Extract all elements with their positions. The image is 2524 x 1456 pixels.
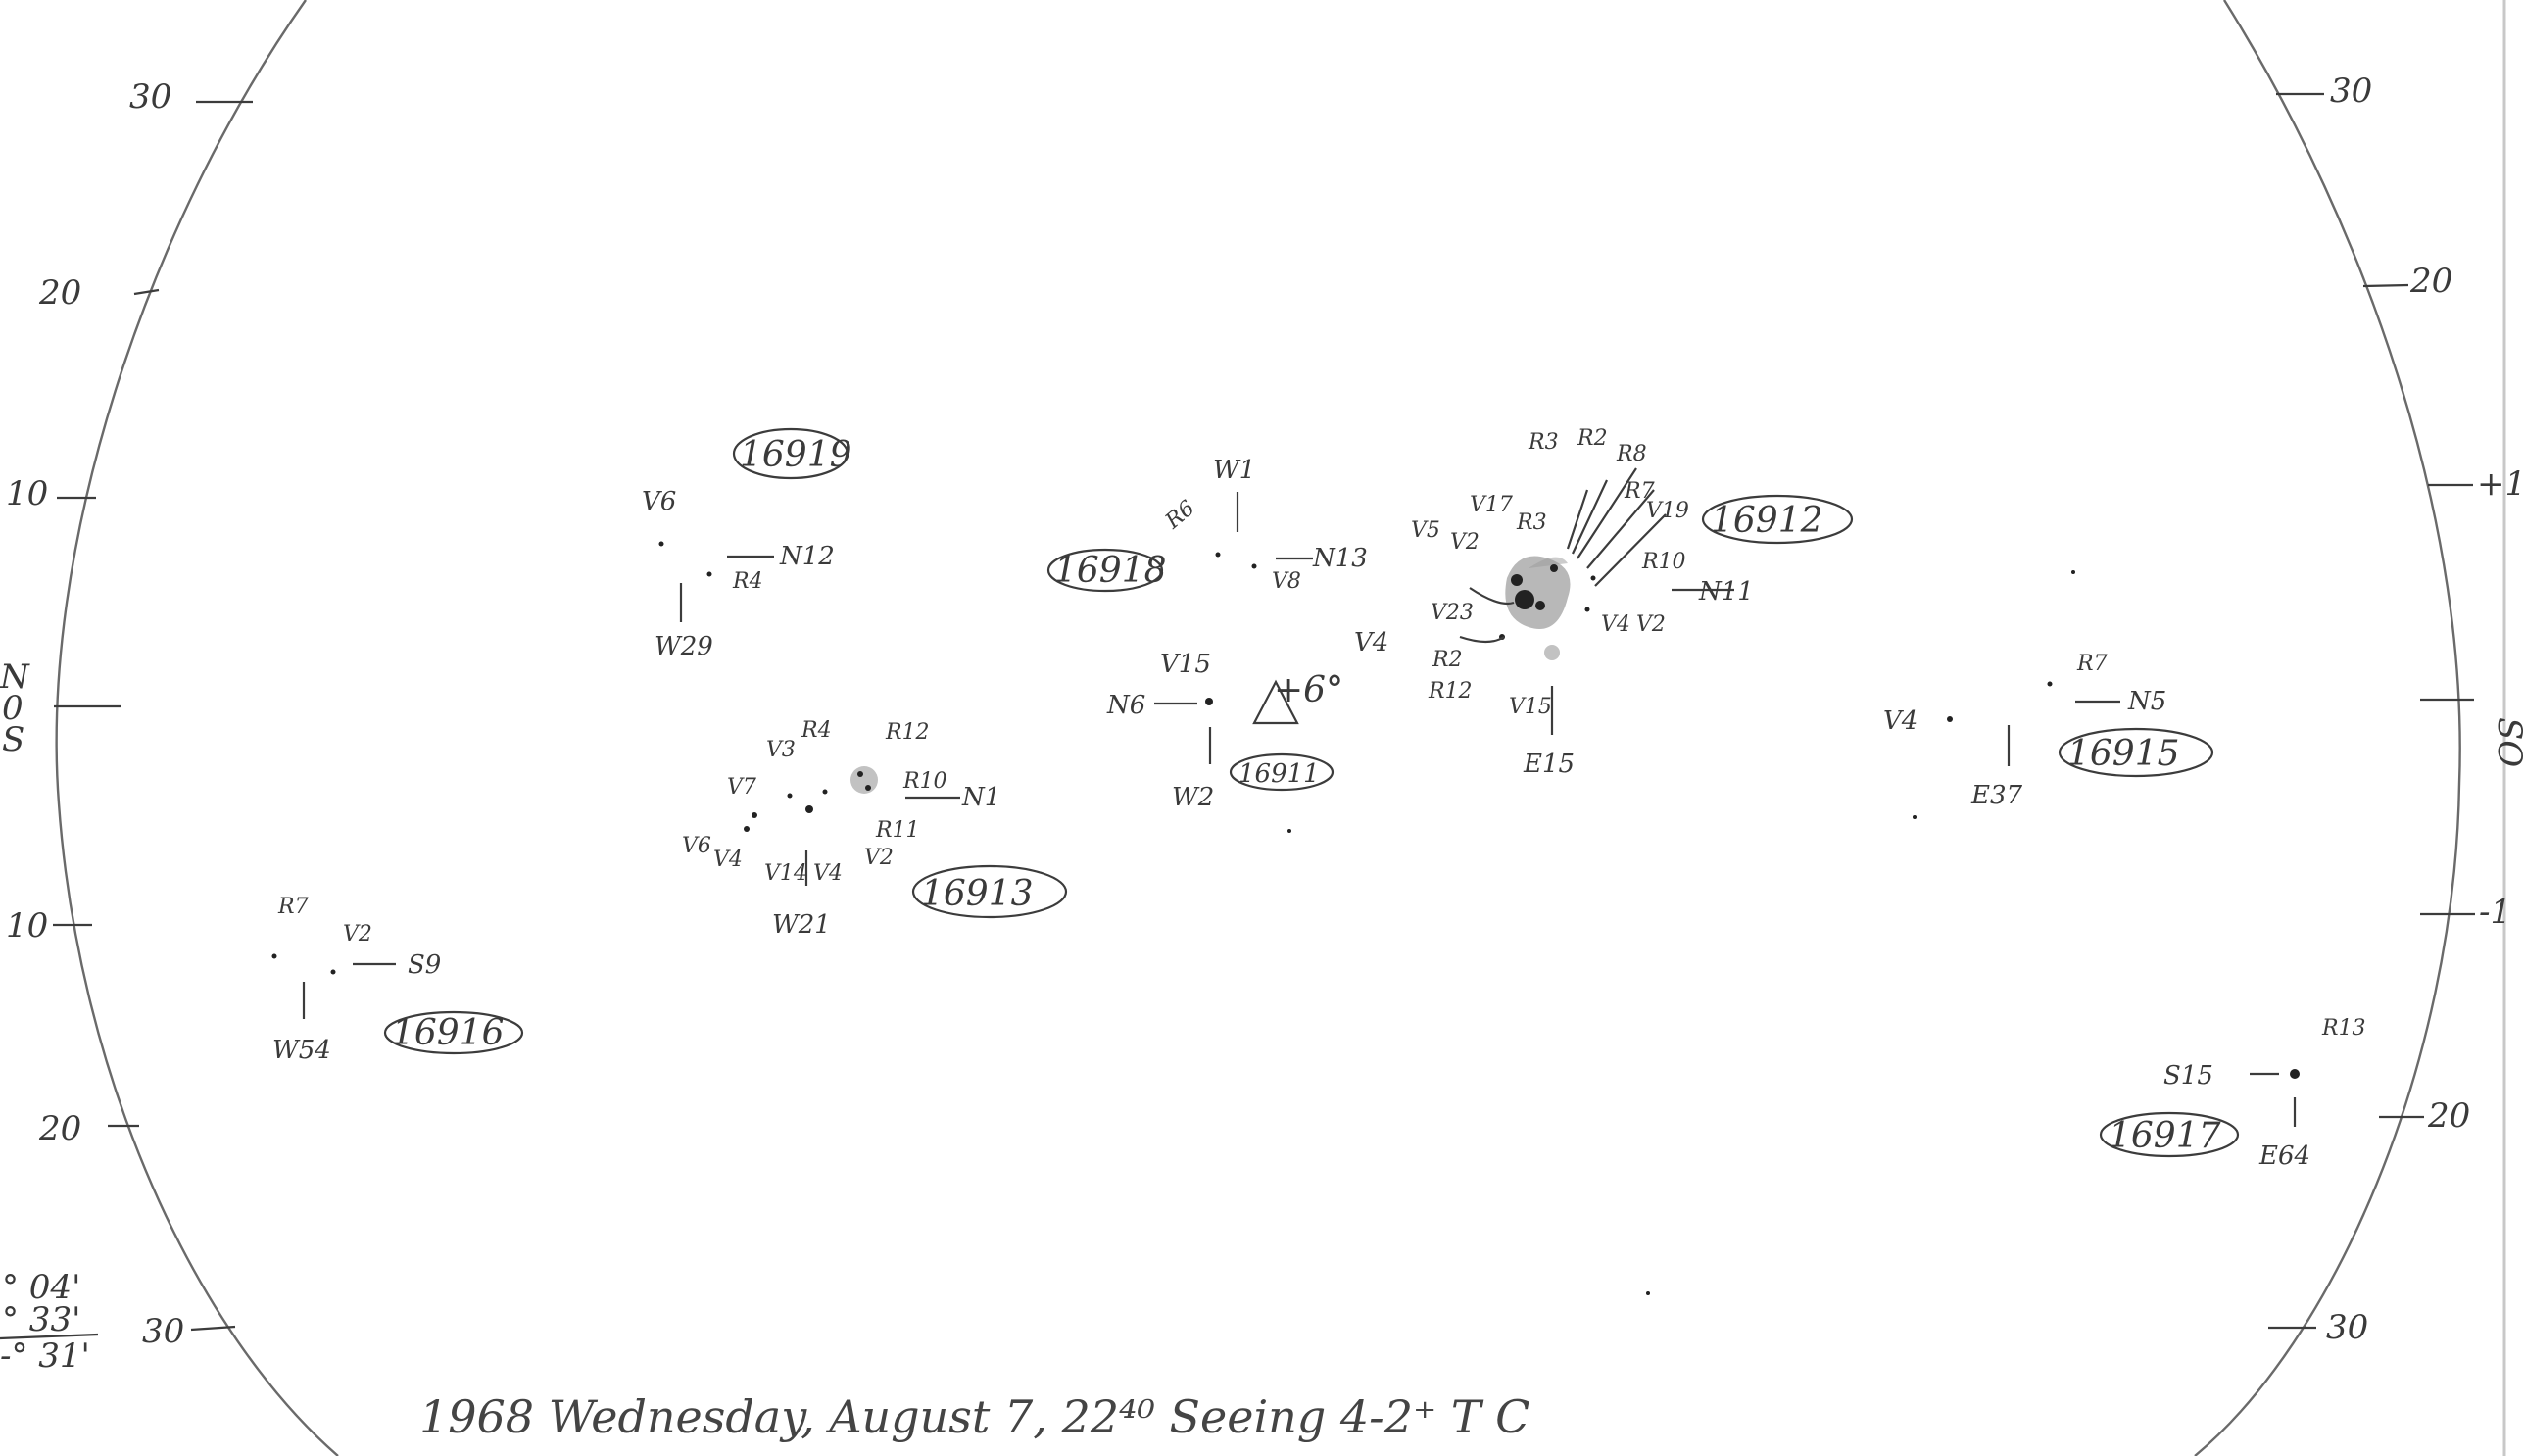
region-number: 16919 [740,435,852,475]
spot-label: V5 [1411,518,1440,543]
spot-label: R4 [801,718,832,743]
spot-label: N5 [2127,687,2166,716]
spot-label: N13 [1312,544,1368,573]
spot-label: R10 [902,769,947,794]
spot-label: V2 [1636,612,1666,637]
spot-label: V4 [713,848,743,872]
spot-label: V4 [1601,612,1630,637]
region-16919: 16919 V6 N12 R4 W29 [642,427,852,661]
spot-label: E15 [1523,750,1575,779]
right-scale-20-top: 20 [2409,262,2452,301]
region-number: 16912 [1711,501,1823,541]
region-number: 16915 [2067,734,2180,774]
left-equator-north: N [0,657,30,697]
spot-label: R12 [885,720,930,745]
spot-label: V7 [727,775,756,800]
spot-label: V8 [1272,569,1301,594]
spot-label: V14 [764,861,807,886]
right-limb-arc [2194,0,2461,1456]
right-scale-30-bottom: 30 [2326,1308,2368,1347]
spot-label: R3 [1516,510,1547,535]
left-scale-20-top: 20 [38,273,81,313]
spot-label: V4 [1883,706,1917,736]
spot-label: V2 [343,922,372,946]
spot-label: W54 [272,1036,331,1065]
spot-label: R6 [1160,496,1199,534]
right-equator-label: SO [2490,717,2524,767]
observation-footer: 1968 Wednesday, August 7, 22⁴⁰ Seeing 4-… [419,1390,1529,1443]
spot-label: V17 [1470,493,1513,517]
spot-label: R2 [1432,648,1463,672]
region-number: 16917 [2109,1116,2221,1156]
region-16913: 16913 V3 R4 R12 V7 R10 N1 R11 V6 V4 V14 … [682,718,1068,940]
spot-label: V19 [1646,499,1689,523]
left-limb-arc [55,0,339,1456]
spot-label: V4 [1354,628,1388,657]
corner-note-1: ° 04' [2,1268,80,1307]
region-number: 16911 [1238,759,1320,789]
spot-label: R4 [732,569,763,594]
spot-label: V3 [766,738,796,762]
spot-label: V4 [813,861,843,886]
spot-label: V6 [682,834,711,858]
spot-label: S9 [408,950,441,980]
right-scale-30-top: 30 [2330,72,2372,111]
right-latitude-scale: 30 20 +1 SO -1 20 30 [2268,72,2524,1347]
left-scale-10-top: 10 [6,474,48,513]
region-16915: 16915 R7 N5 V4 E37 [1883,652,2214,810]
spot-label: R11 [875,818,920,843]
spot-label: R8 [1616,442,1647,466]
corner-notes: ° 04' ° 33' -° 31' [0,1268,99,1376]
right-scale-20-bottom: 20 [2427,1096,2470,1136]
triangle-icon [1252,679,1299,725]
spot-label: W1 [1213,456,1255,485]
spot-label: W2 [1172,783,1214,812]
corner-note-2: ° 33' [2,1300,80,1339]
right-scale-10-top: +1 [2477,464,2524,504]
spot-label: R7 [1624,479,1655,504]
stray-dots [1287,570,2075,1295]
position-angle: +6° [1274,670,1343,710]
left-scale-20-bottom: 20 [38,1109,81,1148]
right-scale-10-bottom: -1 [2479,893,2511,932]
left-scale-10-bottom: 10 [6,906,48,946]
region-16916: 16916 R7 V2 S9 W54 [271,895,524,1065]
region-number: 16918 [1054,551,1167,591]
left-scale-30-bottom: 30 [142,1312,184,1351]
spot-label: W21 [772,910,831,940]
spot-label: E64 [2258,1141,2310,1171]
region-16912: 16912 R3 R2 R8 R7 V19 V5 V17 V2 R3 R10 N… [1354,426,1854,779]
spot-label: S15 [2163,1061,2213,1091]
spot-label: R3 [1528,430,1559,455]
spot-label: V15 [1509,695,1552,719]
region-number: 16913 [921,874,1034,914]
spot-label: E37 [1970,781,2023,810]
region-16911: V15 N6 W2 +6° 16911 [1106,650,1343,812]
spot-label: V23 [1431,601,1474,625]
spot-label: V6 [642,487,676,516]
left-scale-30-top: 30 [129,77,171,117]
spot-label: R12 [1428,679,1473,704]
spot-label: V2 [864,846,894,870]
corner-note-3: -° 31' [0,1336,90,1376]
spot-label: W29 [655,632,713,661]
spot-label: N12 [779,542,835,571]
spot-label: R2 [1577,426,1608,451]
left-equator-zero: 0 [2,689,24,728]
spot-label: N11 [1698,577,1754,607]
spot-label: V15 [1160,650,1211,679]
spot-label: V2 [1450,530,1480,555]
left-equator-south: S [2,720,24,759]
spot-label: N6 [1106,691,1145,720]
region-16918: 16918 W1 R6 N13 V8 [1046,456,1368,594]
spot-label: R7 [277,895,309,919]
spot-label: R13 [2321,1016,2366,1041]
region-16917: 16917 R13 S15 E64 [2099,1016,2366,1171]
left-latitude-scale: 30 20 10 N 0 S 10 20 30 [0,77,253,1351]
region-number: 16916 [392,1013,505,1053]
spot-label: R7 [2076,652,2108,676]
spot-label: N1 [961,783,1000,812]
spot-label: R10 [1641,550,1686,574]
